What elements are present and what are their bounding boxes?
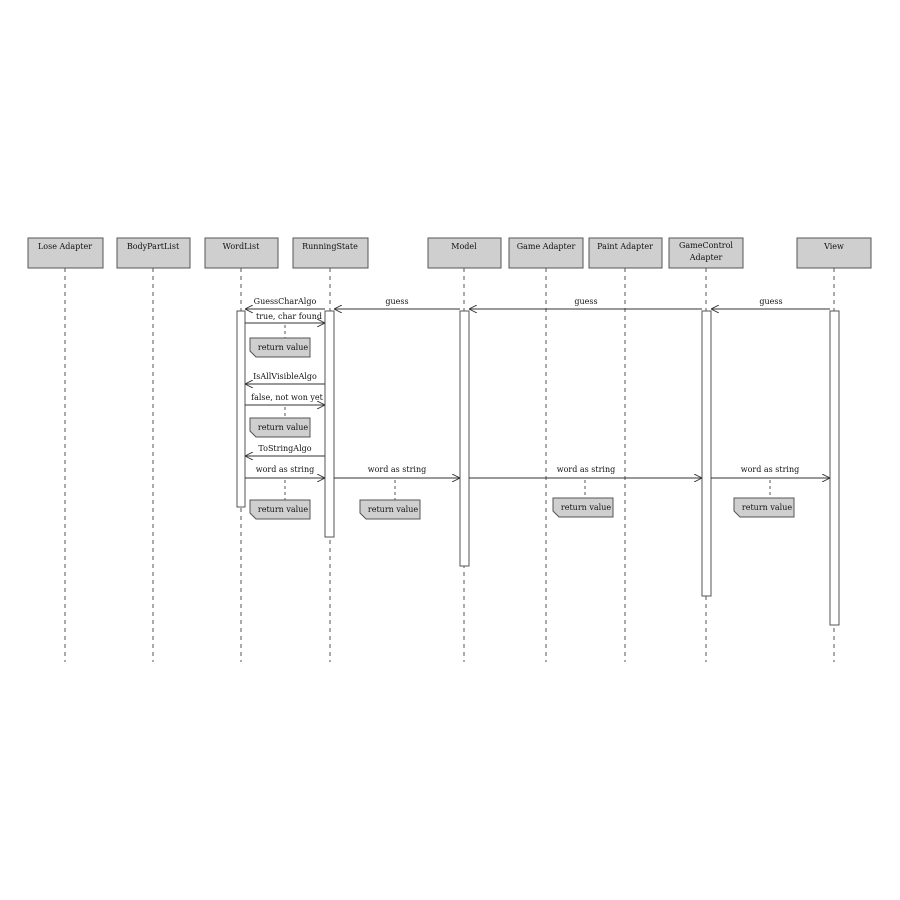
participant-header-view: View [796,237,872,269]
participant-label: Model [451,242,477,251]
participant-label: BodyPartList [127,242,180,251]
participant-label: GameControl [679,241,733,250]
participant-header-wordlist: WordList [204,237,279,269]
message-label: true, char found [256,312,322,321]
message-label: guess [759,297,782,306]
participant-label: WordList [223,242,260,251]
participant-label: View [823,242,844,251]
message-label: word as string [557,465,616,474]
note-return-value-1: return value [249,337,311,358]
activation-wordlist [236,310,246,508]
note-return-value-3: return value [249,499,311,520]
message-label: IsAllVisibleAlgo [253,372,317,381]
note-return-value-4: return value [359,499,421,520]
participant-header-model: Model [427,237,502,269]
lifelines [64,268,835,662]
message-label: GuessCharAlgo [254,297,317,306]
participant-label: Paint Adapter [597,242,653,251]
activation-model [459,310,470,567]
note-label: return value [368,505,418,514]
participant-header-runningstate: RunningState [292,237,369,269]
message-label: word as string [256,465,315,474]
participant-header-gamecontrol-adapter: GameControl Adapter [668,237,744,269]
message-label: guess [574,297,597,306]
activation-runningstate [324,310,335,538]
note-label: return value [742,503,792,512]
participant-label-line2: Adapter [689,253,723,262]
activation-view [829,310,840,626]
note-label: return value [258,343,308,352]
note-label: return value [258,423,308,432]
note-return-value-2: return value [249,417,311,438]
participant-header-paint-adapter: Paint Adapter [588,237,663,269]
activation-gamecontrol-adapter [701,310,712,597]
message-label: false, not won yet [251,393,324,402]
note-label: return value [258,505,308,514]
participant-header-lose-adapter: Lose Adapter [27,237,104,269]
participant-header-game-adapter: Game Adapter [508,237,584,269]
note-return-value-5: return value [552,497,614,518]
message-label: guess [385,297,408,306]
note-return-value-6: return value [733,497,795,518]
message-label: ToStringAlgo [258,444,311,453]
participant-header-bodypartlist: BodyPartList [116,237,191,269]
message-label: word as string [741,465,800,474]
note-label: return value [561,503,611,512]
message-label: word as string [368,465,427,474]
participant-label: Game Adapter [517,242,576,251]
participant-label: RunningState [302,242,358,251]
participant-label: Lose Adapter [38,242,92,251]
